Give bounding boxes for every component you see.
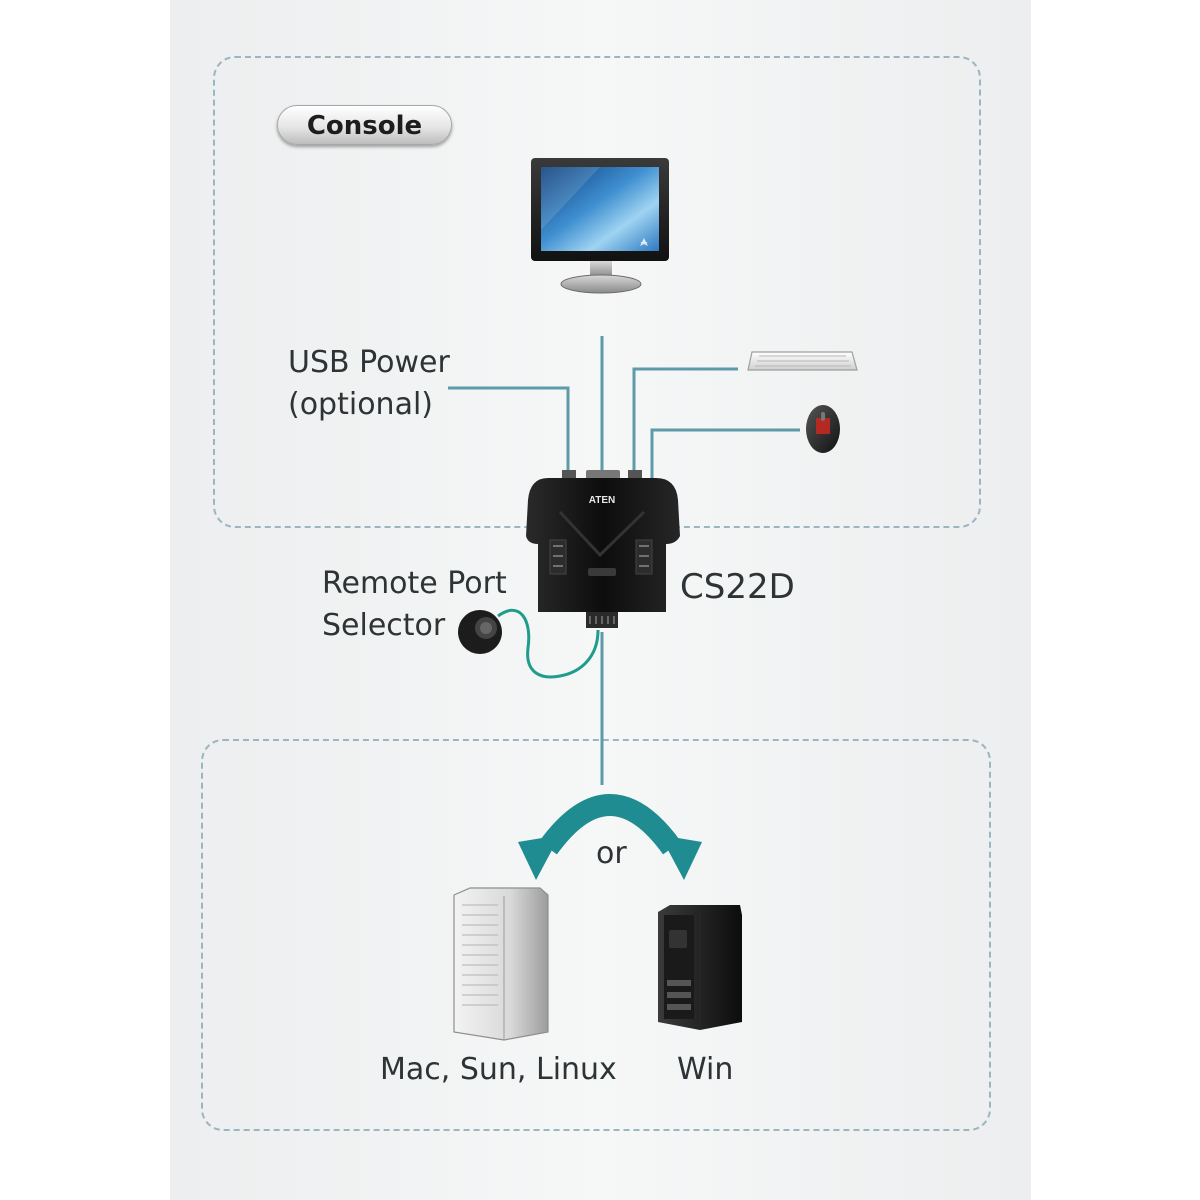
switch-arrow-icon: [518, 794, 702, 880]
computers-zone: [201, 739, 991, 1131]
keyboard-cable: [632, 367, 738, 476]
computer-left-label: Mac, Sun, Linux: [380, 1052, 617, 1087]
windows-tower-icon: [658, 905, 742, 1030]
device-logo: ATEN: [589, 495, 615, 506]
model-name-label: CS22D: [680, 567, 795, 607]
computer-right-label: Win: [677, 1052, 734, 1087]
remote-selector-cable: [497, 608, 600, 679]
kvm-switch-device: [526, 470, 680, 628]
or-label: or: [596, 836, 627, 871]
remote-selector-icon: [458, 610, 502, 654]
console-badge: Console: [277, 105, 452, 145]
usb-power-cable: [448, 386, 570, 475]
mouse-cable: [650, 428, 800, 478]
monitor-icon: [531, 158, 669, 294]
mouse-icon: [806, 405, 840, 453]
cables: [448, 336, 800, 785]
keyboard-icon: [747, 351, 858, 371]
mac-tower-icon: [453, 887, 549, 1041]
remote-selector-label: Remote Port Selector: [322, 566, 507, 643]
usb-power-label: USB Power (optional): [288, 345, 450, 422]
